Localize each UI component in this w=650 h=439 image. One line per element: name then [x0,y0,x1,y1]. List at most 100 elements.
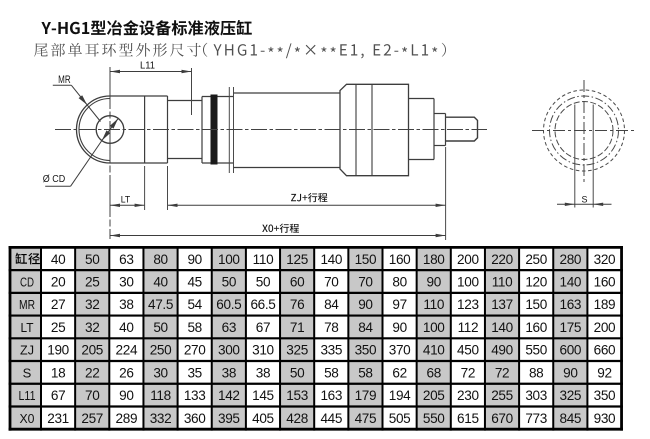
svg-text:320: 320 [594,252,616,267]
svg-text:63: 63 [222,320,236,335]
svg-text:289: 289 [116,411,138,426]
svg-text:S: S [23,365,32,380]
svg-text:930: 930 [594,411,616,426]
svg-text:325: 325 [286,343,308,358]
svg-text:205: 205 [81,343,103,358]
svg-text:90: 90 [563,365,578,380]
svg-text:MR: MR [58,74,71,86]
svg-text:90: 90 [392,320,407,335]
svg-text:88: 88 [529,365,543,380]
svg-text:250: 250 [150,343,172,358]
svg-text:50: 50 [85,252,100,267]
svg-text:428: 428 [286,411,308,426]
svg-text:ZJ: ZJ [20,343,34,358]
svg-text:100: 100 [218,252,240,267]
svg-text:220: 220 [491,252,513,267]
svg-text:303: 303 [525,388,547,403]
svg-text:76: 76 [290,297,304,312]
svg-text:145: 145 [252,388,274,403]
svg-text:70: 70 [85,388,100,403]
svg-text:845: 845 [560,411,582,426]
svg-text:200: 200 [594,320,616,335]
svg-text:MR: MR [19,297,35,312]
svg-text:550: 550 [423,411,445,426]
svg-text:410: 410 [423,343,445,358]
svg-text:50: 50 [222,274,237,289]
svg-text:189: 189 [594,297,616,312]
svg-text:445: 445 [320,411,342,426]
svg-text:125: 125 [286,252,308,267]
svg-text:32: 32 [85,297,99,312]
svg-text:35: 35 [187,365,201,380]
svg-text:505: 505 [389,411,411,426]
svg-text:30: 30 [153,365,168,380]
svg-text:25: 25 [51,320,65,335]
svg-text:60: 60 [290,274,305,289]
svg-text:110: 110 [253,252,274,267]
svg-text:40: 40 [153,274,168,289]
svg-text:38: 38 [222,365,236,380]
svg-text:332: 332 [150,411,172,426]
svg-text:110: 110 [423,297,444,312]
svg-text:350: 350 [594,388,616,403]
svg-text:490: 490 [491,343,513,358]
svg-text:270: 270 [184,343,206,358]
svg-text:142: 142 [218,388,240,403]
svg-text:310: 310 [252,343,274,358]
svg-text:26: 26 [119,365,133,380]
svg-text:CD: CD [20,274,34,289]
svg-text:140: 140 [320,252,342,267]
svg-text:84: 84 [358,320,373,335]
svg-text:405: 405 [252,411,274,426]
svg-text:450: 450 [457,343,479,358]
svg-text:335: 335 [320,343,342,358]
svg-text:L11: L11 [140,61,155,72]
svg-text:80: 80 [153,252,168,267]
svg-text:62: 62 [392,365,406,380]
svg-text:325: 325 [560,388,582,403]
svg-text:120: 120 [525,274,547,289]
svg-text:84: 84 [324,297,339,312]
svg-text:395: 395 [218,411,240,426]
svg-text:133: 133 [184,388,206,403]
svg-text:194: 194 [389,388,411,403]
svg-text:20: 20 [51,274,66,289]
svg-text:90: 90 [187,252,202,267]
svg-text:50: 50 [153,320,168,335]
svg-text:100: 100 [457,274,479,289]
svg-text:70: 70 [358,274,373,289]
svg-text:660: 660 [594,343,616,358]
svg-text:22: 22 [85,365,99,380]
svg-text:66.5: 66.5 [250,297,275,312]
svg-text:58: 58 [187,320,201,335]
svg-text:160: 160 [389,252,411,267]
svg-text:58: 58 [358,365,372,380]
svg-text:140: 140 [560,274,582,289]
svg-text:137: 137 [491,297,513,312]
svg-text:163: 163 [560,297,582,312]
svg-text:250: 250 [525,252,547,267]
svg-text:153: 153 [286,388,308,403]
svg-text:71: 71 [290,320,304,335]
svg-text:40: 40 [119,320,134,335]
svg-text:230: 230 [457,388,479,403]
svg-text:200: 200 [457,252,479,267]
svg-text:38: 38 [119,297,133,312]
svg-text:67: 67 [51,388,65,403]
svg-text:257: 257 [81,411,103,426]
svg-text:90: 90 [358,297,373,312]
svg-text:180: 180 [423,252,445,267]
svg-text:LT: LT [121,195,131,205]
svg-text:90: 90 [119,388,134,403]
svg-text:63: 63 [119,252,133,267]
svg-text:600: 600 [560,343,582,358]
svg-text:150: 150 [355,252,377,267]
svg-text:80: 80 [392,274,407,289]
svg-text:72: 72 [461,365,475,380]
svg-text:160: 160 [594,274,616,289]
svg-text:S: S [581,194,587,204]
svg-text:160: 160 [525,320,547,335]
svg-text:224: 224 [116,343,138,358]
svg-text:67: 67 [256,320,270,335]
svg-text:350: 350 [355,343,377,358]
